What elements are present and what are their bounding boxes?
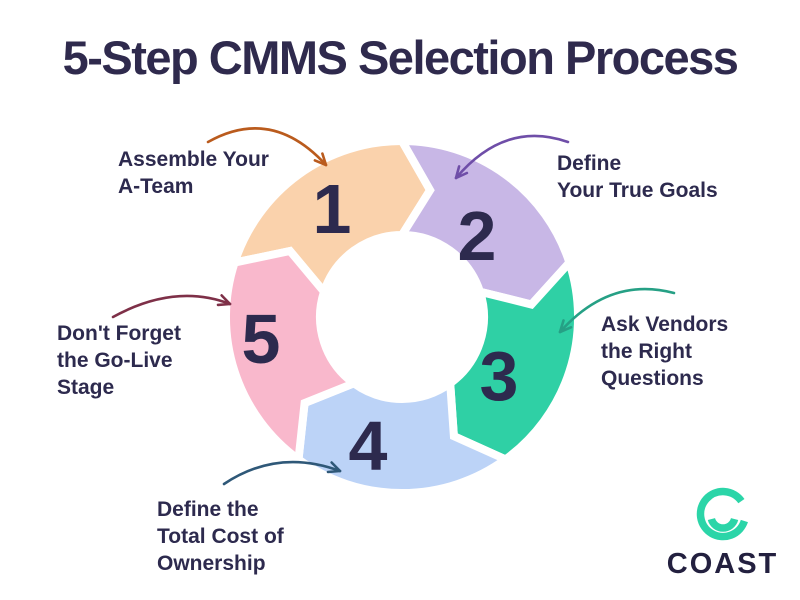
label-line: the Go-Live (57, 349, 173, 372)
label-line: Ownership (157, 552, 266, 575)
step-2-number: 2 (457, 197, 497, 275)
label-line: Your True Goals (557, 179, 718, 202)
step-4-label: Define the Total Cost of Ownership (157, 496, 284, 577)
step-5-arrow-icon (111, 294, 232, 319)
step-3-number: 3 (479, 337, 519, 415)
step-1-label: Assemble Your A-Team (118, 146, 269, 200)
coast-smile-icon (696, 487, 748, 541)
step-5-number: 5 (241, 300, 281, 378)
step-2-label: Define Your True Goals (557, 150, 718, 204)
label-line: Total Cost of (157, 525, 284, 548)
step-3-arrow-icon (558, 287, 676, 334)
step-1-arrow-icon (206, 127, 328, 167)
coast-logo: COAST (650, 487, 795, 581)
segment-2 (394, 136, 574, 309)
step-5-label: Don't Forget the Go-Live Stage (57, 320, 181, 401)
label-line: Assemble Your (118, 148, 269, 171)
step-3-label: Ask Vendors the Right Questions (601, 311, 728, 392)
label-line: the Right (601, 340, 692, 363)
label-line: Questions (601, 367, 704, 390)
step-2-arrow-icon (454, 134, 570, 180)
label-line: Define (557, 152, 622, 175)
segment-1 (228, 136, 435, 300)
step-4-number: 4 (348, 407, 388, 485)
label-line: Don't Forget (57, 322, 181, 345)
label-line: Stage (57, 376, 115, 399)
step-1-number: 1 (312, 170, 352, 248)
label-line: Define the (157, 498, 259, 521)
page-title: 5-Step CMMS Selection Process (62, 31, 739, 84)
segment-5 (221, 246, 362, 467)
segment-3 (446, 254, 583, 465)
step-4-arrow-icon (222, 460, 342, 486)
label-line: Ask Vendors (601, 313, 729, 336)
coast-wordmark: COAST (666, 548, 779, 580)
label-line: A-Team (118, 175, 194, 198)
